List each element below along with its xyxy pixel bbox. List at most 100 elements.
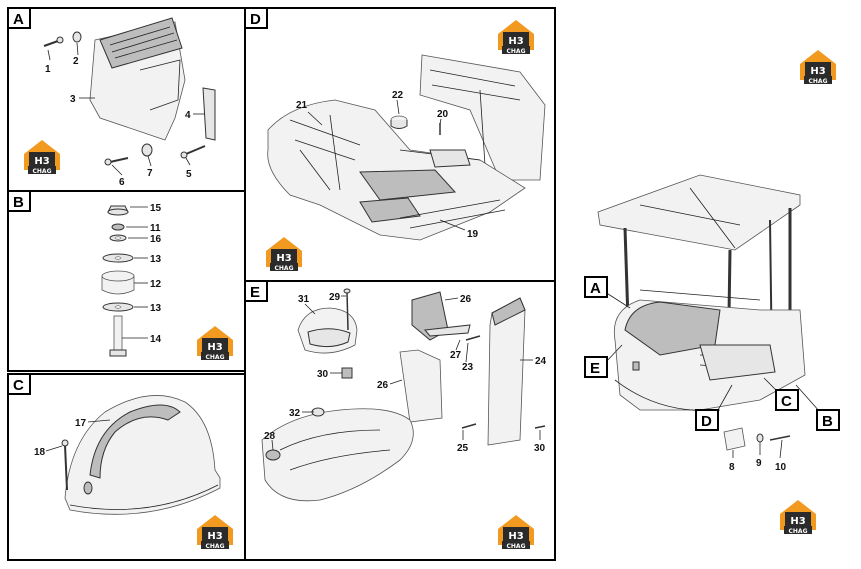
svg-text:CHAG: CHAG (33, 168, 52, 175)
panel-a-letter: A (13, 11, 24, 28)
truck-overview: A E D C B 8 9 10 H3 CHAG H3 CHAG (584, 50, 840, 535)
svg-text:CHAG: CHAG (507, 48, 526, 55)
washer-7-part (141, 143, 153, 157)
marker-c-box (775, 389, 799, 411)
svg-text:H3: H3 (790, 516, 805, 527)
screw-10-part (769, 435, 791, 441)
marker-a-box (584, 276, 608, 298)
marker-e: E (590, 360, 600, 377)
screw-25-part (461, 423, 477, 429)
callout-25: 25 (457, 443, 469, 454)
marker-d-box (695, 409, 719, 431)
callout-16: 16 (150, 234, 162, 245)
marker-a: A (590, 280, 601, 297)
svg-text:H3: H3 (207, 342, 222, 353)
screw-30-right-part (534, 425, 546, 429)
svg-text:CHAG: CHAG (789, 528, 808, 535)
panel-d-letter-box (244, 7, 268, 29)
callout-2: 2 (73, 56, 79, 67)
damper-stack (101, 205, 135, 357)
panel-c: C 17 18 H3 CHAG (7, 373, 246, 561)
marker-b: B (822, 413, 833, 430)
panel-a: A (7, 7, 246, 192)
seat-base-part (261, 407, 414, 502)
panel-d: D 21 22 20 19 H3 CHAG (244, 7, 556, 282)
bracket-26-plate-part (424, 324, 471, 337)
callout-4: 4 (185, 110, 191, 121)
callout-21: 21 (296, 100, 308, 111)
brand-logo: H3 CHAG (197, 515, 233, 550)
svg-text:H3: H3 (34, 156, 49, 167)
callout-30-left: 30 (317, 369, 329, 380)
marker-d: D (701, 413, 712, 430)
brand-logo: H3 CHAG (498, 515, 534, 550)
svg-text:CHAG: CHAG (206, 354, 225, 361)
bracket-4-part (202, 87, 216, 141)
callout-5: 5 (186, 169, 192, 180)
nut-30-part (341, 367, 353, 379)
callout-1: 1 (45, 64, 51, 75)
marker-b-box (816, 409, 840, 431)
svg-text:CHAG: CHAG (809, 78, 828, 85)
panel-e-letter: E (250, 284, 260, 301)
screw-6-part (104, 157, 129, 166)
grommet-22-part (390, 115, 408, 129)
washer-9-part (756, 433, 764, 443)
marker-e-box (584, 356, 608, 378)
console-cover-part (64, 395, 221, 515)
panel-d-letter: D (250, 11, 261, 28)
marker-c: C (781, 393, 792, 410)
callout-26-lower: 26 (377, 380, 389, 391)
svg-text:CHAG: CHAG (275, 265, 294, 272)
callout-20: 20 (437, 109, 449, 120)
callout-26-top: 26 (460, 294, 472, 305)
screw-18-part (61, 439, 69, 491)
callout-17: 17 (75, 418, 87, 429)
panel-e-letter-box (244, 280, 268, 302)
seat-31-part (297, 307, 358, 354)
callout-9: 9 (756, 458, 762, 469)
panel-26-lower-part (399, 349, 443, 423)
bracket-8-part (723, 427, 746, 451)
screw-29-part (346, 291, 349, 331)
screw-1-part (43, 36, 64, 47)
callout-13-lower: 13 (150, 303, 162, 314)
callout-28: 28 (264, 431, 276, 442)
svg-text:CHAG: CHAG (507, 543, 526, 550)
panel-c-letter-box (7, 373, 31, 395)
panel-a-letter-box (7, 7, 31, 29)
truck-illustration (597, 174, 806, 411)
brand-logo: H3 CHAG (800, 50, 836, 85)
svg-text:H3: H3 (508, 531, 523, 542)
callout-10: 10 (775, 462, 787, 473)
callout-6: 6 (119, 177, 125, 188)
brand-logo: H3 CHAG (197, 326, 233, 361)
svg-text:H3: H3 (276, 253, 291, 264)
panel-e: E (244, 280, 556, 561)
brand-logo: H3 CHAG (498, 20, 534, 55)
panel-24-top (491, 297, 526, 326)
callout-22: 22 (392, 90, 404, 101)
panel-b: B 15 11 16 13 12 13 14 (7, 190, 246, 372)
svg-text:H3: H3 (207, 531, 222, 542)
callout-32: 32 (289, 408, 301, 419)
callout-3: 3 (70, 94, 76, 105)
floor-plate-part (267, 54, 546, 241)
screw-29-head (343, 288, 351, 294)
callout-11: 11 (150, 223, 161, 234)
callout-23: 23 (462, 362, 474, 373)
panel-b-letter: B (13, 194, 24, 211)
screw-23-part (465, 335, 481, 341)
seat-cover-part (89, 17, 186, 141)
callout-7: 7 (147, 168, 153, 179)
callout-31: 31 (298, 294, 310, 305)
brand-logo: H3 CHAG (266, 237, 302, 272)
callout-13-upper: 13 (150, 254, 162, 265)
svg-text:H3: H3 (810, 66, 825, 77)
callout-12: 12 (150, 279, 162, 290)
svg-text:H3: H3 (508, 36, 523, 47)
panel-e-frame (244, 280, 556, 561)
callout-14: 14 (150, 334, 162, 345)
callout-30-right: 30 (534, 443, 546, 454)
callout-8: 8 (729, 462, 735, 473)
